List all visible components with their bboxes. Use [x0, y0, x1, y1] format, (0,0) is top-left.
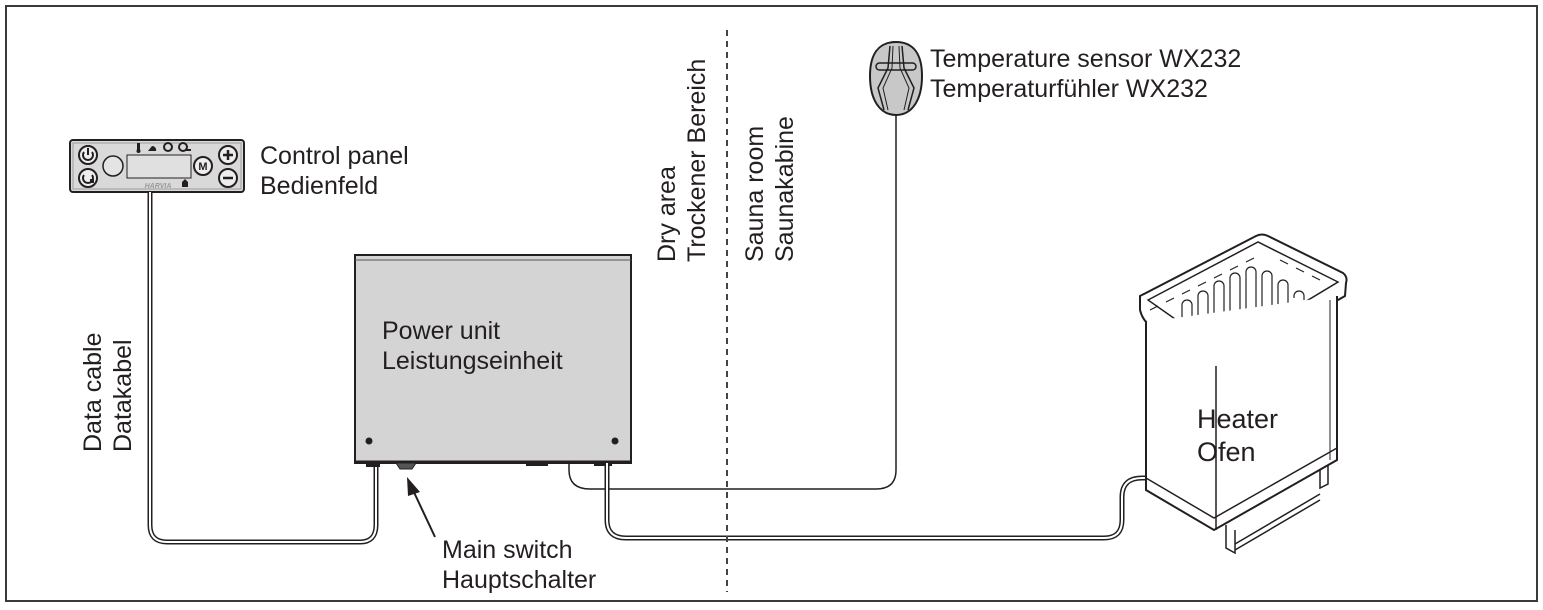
data-cable-label-en: Data cable — [79, 332, 107, 452]
control-panel-label-en: Control panel — [260, 142, 409, 170]
data-cable — [147, 192, 379, 545]
power-unit-label-en: Power unit — [382, 317, 501, 345]
sauna-room-label-de: Saunakabine — [771, 116, 799, 262]
heater-label: Heater Ofen — [1197, 403, 1278, 469]
control-panel-label-de: Bedienfeld — [260, 172, 379, 200]
dry-area-label-de: Trockener Bereich — [683, 58, 711, 262]
main-switch-arrow — [407, 477, 436, 538]
heater-label-en: Heater — [1197, 404, 1279, 434]
round-button-icon — [102, 155, 124, 177]
light-button-icon — [78, 168, 98, 188]
minus-button-icon — [218, 168, 238, 188]
power-unit-label-de: Leistungseinheit — [382, 347, 563, 375]
data-cable-label-de: Datakabel — [109, 339, 137, 452]
panel-display — [126, 154, 192, 179]
control-panel-label: Control panel Bedienfeld — [260, 141, 409, 201]
temperature-sensor-label: Temperature sensor WX232 Temperaturfühle… — [930, 44, 1241, 104]
sauna-room-label: Sauna room Saunakabine — [740, 116, 800, 262]
sensor-cable — [568, 108, 897, 490]
mode-button-icon: M — [193, 156, 213, 176]
temperature-sensor-label-de: Temperaturfühler WX232 — [930, 75, 1208, 103]
main-switch-label-de: Hauptschalter — [442, 566, 597, 594]
dry-area-label: Dry area Trockener Bereich — [652, 59, 712, 262]
panel-indicator-icons — [136, 142, 191, 153]
temperature-sensor — [868, 40, 924, 117]
heater-label-de: Ofen — [1197, 437, 1256, 467]
heater — [1139, 233, 1348, 555]
diagram-frame — [5, 5, 1538, 602]
sauna-room-label-en: Sauna room — [741, 125, 769, 262]
dry-area-label-en: Dry area — [653, 166, 681, 262]
heater-cable — [604, 463, 1150, 541]
plus-button-icon — [218, 145, 238, 165]
panel-brand: HARVIA — [145, 183, 172, 190]
data-cable-label: Data cable Datakabel — [78, 332, 138, 452]
screw-icon — [365, 437, 373, 445]
power-button-icon — [78, 145, 98, 165]
power-unit — [354, 254, 632, 470]
temperature-sensor-label-en: Temperature sensor WX232 — [930, 45, 1242, 73]
screw-icon — [611, 437, 619, 445]
power-unit-label: Power unit Leistungseinheit — [382, 316, 563, 376]
heating-elements — [1181, 266, 1305, 344]
svg-text:M: M — [198, 161, 207, 173]
lock-icon — [182, 179, 188, 187]
control-panel: M HARVIA — [69, 139, 245, 193]
main-switch-label: Main switch Hauptschalter — [442, 535, 596, 595]
main-switch — [395, 462, 417, 470]
main-switch-label-en: Main switch — [442, 536, 573, 564]
